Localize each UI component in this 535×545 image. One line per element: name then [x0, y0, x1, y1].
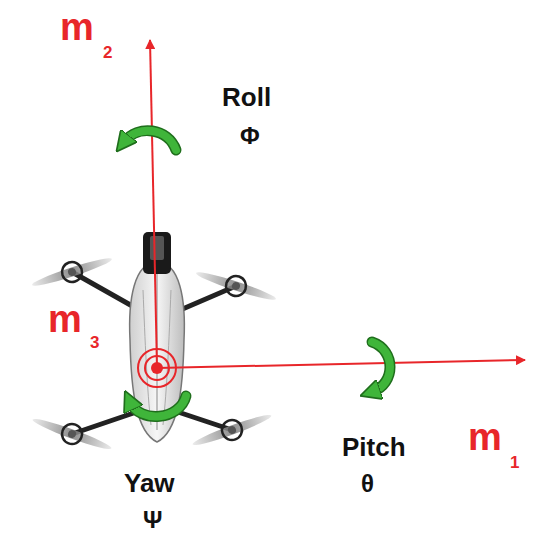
roll-arrow [124, 131, 176, 150]
camera-slot [150, 236, 164, 260]
rotation-name: Roll [222, 84, 271, 110]
pitch-arrow [372, 342, 390, 392]
front-camera [143, 232, 171, 274]
axis-name: m [60, 8, 94, 46]
axis-m1 [157, 360, 525, 368]
rotation-symbol: Ψ [143, 508, 162, 532]
pitch-arrow [372, 342, 390, 392]
rotation-name: Pitch [342, 434, 406, 460]
axis-m3-ring [138, 349, 176, 387]
axis-name: m [468, 418, 502, 456]
yaw-arrow [130, 396, 186, 416]
axis-name: m [48, 300, 82, 338]
roll-arrow [124, 131, 176, 150]
yaw-arrow [130, 396, 186, 416]
axis-subscript: 3 [90, 334, 99, 351]
rotation-name: Yaw [124, 470, 175, 496]
axis-m2 [150, 40, 157, 368]
rotation-symbol: Φ [240, 124, 260, 148]
propellers [29, 250, 279, 458]
rotation-symbol: θ [361, 472, 374, 496]
axis-m3-ring [145, 356, 169, 380]
axis-m3-dot [151, 362, 163, 374]
axis-subscript: 2 [103, 44, 112, 61]
axis-subscript: 1 [510, 454, 519, 471]
